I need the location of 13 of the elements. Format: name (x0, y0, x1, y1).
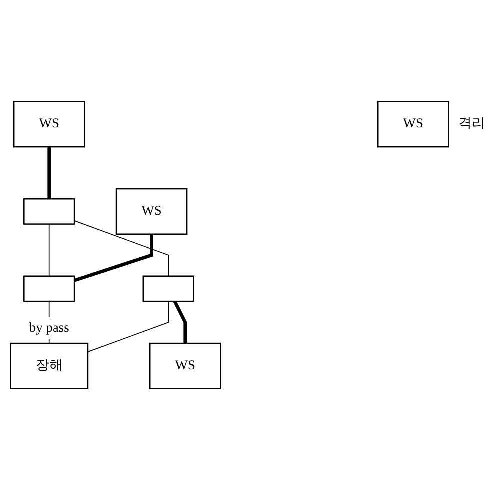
thick-connector-line (48, 147, 52, 200)
connector-line (48, 224, 50, 277)
node-label: WS (142, 203, 162, 221)
node-label: 장해 (36, 358, 63, 376)
node-label: WS (39, 116, 60, 134)
thick-connector-line (173, 301, 188, 344)
node-label: WS (403, 116, 424, 134)
connector-line (88, 301, 169, 353)
node-label: WS (175, 358, 196, 376)
node-note: 격리 (458, 116, 486, 134)
thick-connector-line (74, 234, 154, 282)
connector-line (74, 220, 169, 277)
node-note: by pass (29, 320, 70, 338)
